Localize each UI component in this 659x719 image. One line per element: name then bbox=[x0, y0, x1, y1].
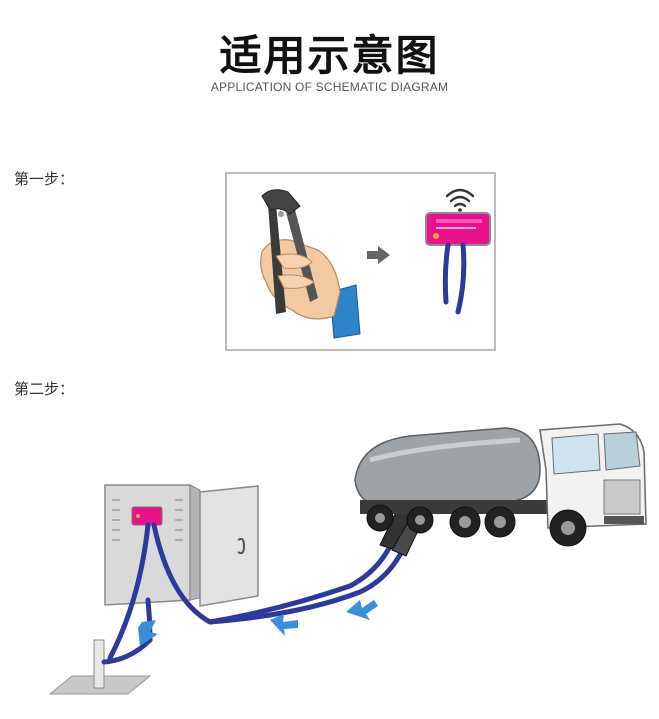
cable-left bbox=[442, 242, 451, 305]
clamp-head bbox=[261, 189, 301, 215]
wifi-icon bbox=[445, 188, 475, 212]
diagram-title: 适用示意图 bbox=[219, 31, 440, 80]
clamp-handle-right bbox=[286, 206, 318, 302]
flow-arrow-icon bbox=[138, 600, 378, 646]
cable-right bbox=[455, 242, 467, 315]
clamp-handle-left bbox=[268, 204, 286, 314]
electrical-cabinet bbox=[104, 484, 259, 607]
grounding-cables bbox=[101, 522, 408, 665]
fingers bbox=[275, 253, 315, 289]
clamp-pivot bbox=[278, 211, 284, 217]
tanker-truck bbox=[354, 423, 647, 547]
diagram-subtitle: APPLICATION OF SCHEMATIC DIAGRAM bbox=[210, 80, 449, 94]
grounding-device bbox=[425, 212, 491, 246]
step-1-label: 第一步： bbox=[14, 170, 75, 188]
truck-grille bbox=[603, 479, 641, 515]
arrow-right-icon bbox=[367, 246, 390, 264]
step-2-label: 第二步： bbox=[14, 380, 75, 398]
cab-window bbox=[551, 433, 601, 475]
device-led bbox=[433, 233, 439, 239]
door-handle bbox=[237, 537, 246, 555]
cabinet-door bbox=[199, 485, 259, 607]
hand-with-clamp bbox=[260, 189, 361, 339]
